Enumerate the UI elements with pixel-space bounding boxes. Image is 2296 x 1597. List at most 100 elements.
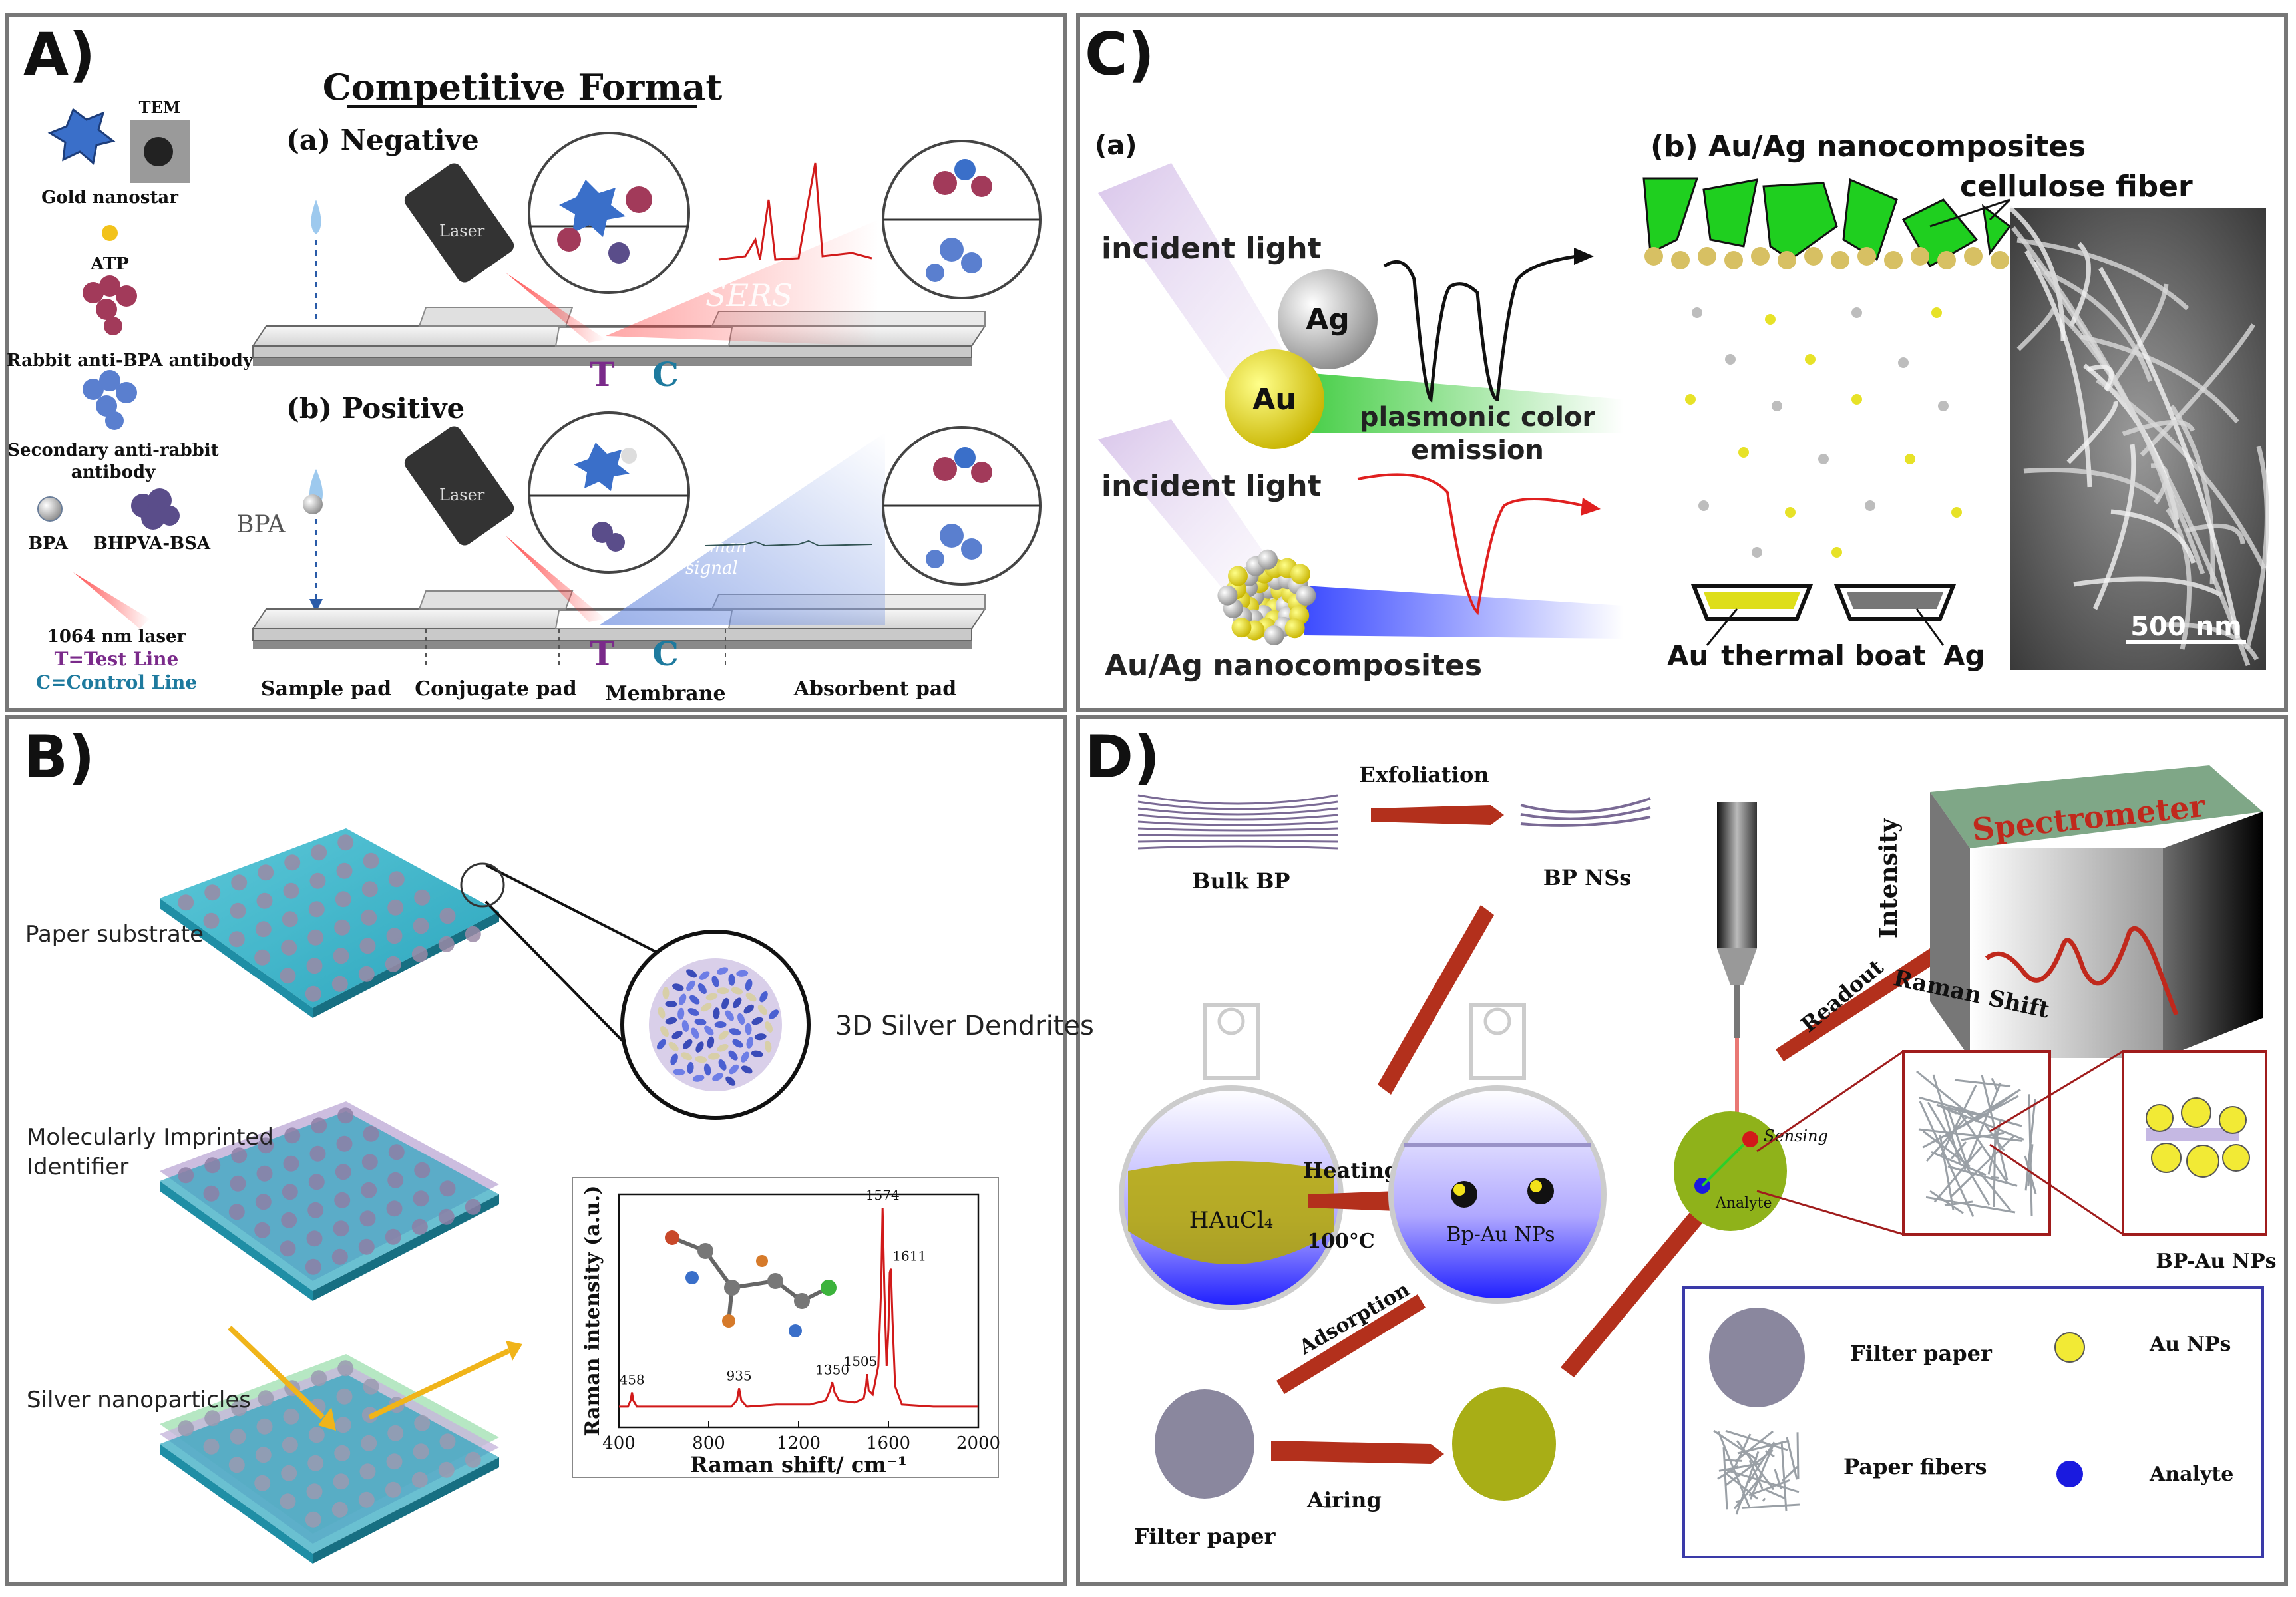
panel-b-letter: B) [23, 723, 95, 791]
fiber [1726, 1469, 1800, 1493]
panel-c-a-label: (a) [1095, 130, 1137, 161]
dot [282, 1184, 298, 1200]
dot [411, 946, 428, 962]
dot [333, 1220, 349, 1237]
dot [230, 902, 246, 919]
dendrite-flake [745, 979, 753, 991]
fiber [1927, 1101, 1991, 1206]
legend-analyte-icon [2056, 1461, 2083, 1487]
fiber [1939, 1134, 1955, 1210]
gold-deposit [1778, 251, 1796, 269]
boat-pointer [1915, 608, 1945, 646]
dot [335, 1417, 351, 1433]
dot [385, 1228, 401, 1245]
bpa-drop-icon [303, 494, 323, 514]
double-dip-spectrum [1383, 254, 1578, 403]
dendrite-flake [670, 1053, 678, 1065]
x-tick-label: 2000 [956, 1433, 1000, 1453]
thermal-boat-au [1690, 584, 1814, 621]
spectrum-arrowhead-red [1581, 498, 1601, 516]
raman-spectrum-line [619, 1207, 978, 1408]
legend-filter-paper-icon [1709, 1308, 1805, 1407]
zoom-line [1756, 1190, 1904, 1236]
temperature-label: 100°C [1307, 1230, 1375, 1253]
laser-beam-negative [506, 273, 606, 343]
dendrite-flake [765, 1021, 773, 1033]
scatter-arrowhead [506, 1341, 522, 1361]
panel-b: B) Paper substrate 3D Silver Dendrites M… [23, 723, 1094, 1564]
dot [308, 901, 325, 918]
dot [363, 852, 379, 869]
molecule-icon [665, 1230, 837, 1337]
sem-fiber [2044, 269, 2153, 383]
thermal-boat-label: thermal boat [1721, 639, 1926, 672]
sensing-disc-icon [1674, 1111, 1787, 1231]
incident-arrowhead [318, 1407, 336, 1431]
dendrite-flake [660, 1026, 669, 1037]
dendrites-label: 3D Silver Dendrites [835, 1011, 1094, 1041]
vapor-particle [1765, 314, 1776, 325]
fiber [1925, 1196, 2016, 1214]
dot [228, 1457, 245, 1473]
adsorption-arrow [1276, 1294, 1426, 1394]
dot [306, 1483, 323, 1500]
bp-layer [1137, 827, 1338, 832]
dendrite-flake [678, 993, 687, 1005]
sensing-label: Sensing [1764, 1127, 1828, 1145]
bp-sheet-layer [1520, 797, 1651, 814]
dot [363, 1125, 379, 1142]
bp-layer [1137, 840, 1338, 843]
imprinted-dots [178, 1107, 481, 1275]
gold-deposit [1884, 251, 1903, 269]
dot [358, 1491, 375, 1508]
cluster-atom [1296, 586, 1316, 606]
boat-pointer [1706, 608, 1738, 646]
dot [230, 1175, 246, 1192]
dendrite-flake [707, 1036, 715, 1049]
dot [361, 1435, 377, 1451]
fiber [1975, 1093, 2014, 1123]
bp-layer [1137, 834, 1338, 837]
peak-label: 1505 [843, 1353, 877, 1369]
gold-deposit [1724, 251, 1743, 269]
dot [256, 1418, 273, 1435]
intensity-label: Intensity [1875, 818, 1903, 938]
bpa-drop-label: BPA [236, 511, 286, 538]
fiber [1936, 1103, 1957, 1115]
magnify-line [485, 864, 656, 953]
gold-deposit [1804, 247, 1823, 266]
vapor-particle [1805, 354, 1816, 365]
dendrite-flake [725, 1010, 734, 1021]
vapor-particle [1865, 500, 1875, 511]
bp-layer [1137, 807, 1338, 816]
dendrite-flake [705, 993, 718, 1001]
x-tick-label: 800 [692, 1433, 725, 1453]
dot [204, 884, 221, 901]
ag-sphere-icon [1278, 269, 1378, 369]
tem-label: TEM [139, 98, 181, 117]
au-boat-label: Au [1667, 639, 1708, 672]
fiber [1747, 1441, 1776, 1483]
dot [386, 1453, 403, 1470]
dot [361, 1182, 377, 1198]
dot [204, 1410, 221, 1427]
panel-a: A) Competitive Format TEM Gold nanostar … [7, 20, 1042, 705]
dot [331, 1248, 348, 1265]
dendrite-flake [697, 983, 707, 994]
paper-substrate-label: Paper substrate [25, 921, 204, 948]
exfoliation-label: Exfoliation [1359, 762, 1489, 787]
bp-au-nps-label: BP-Au NPs [2156, 1250, 2276, 1273]
incident-light-label-1: incident light [1101, 232, 1322, 266]
dot [204, 1157, 221, 1174]
sem-fiber [2016, 238, 2190, 311]
dendrite-flake [731, 987, 743, 995]
dendrite-flake [725, 1076, 736, 1086]
heating-label: Heating [1303, 1158, 1399, 1183]
c-label-positive: C [652, 634, 679, 673]
flask-haucl [1119, 1003, 1344, 1310]
dot [335, 891, 351, 908]
dot [336, 1135, 353, 1152]
dot [231, 874, 248, 891]
bp-au-particles-icon [2146, 1097, 2250, 1178]
